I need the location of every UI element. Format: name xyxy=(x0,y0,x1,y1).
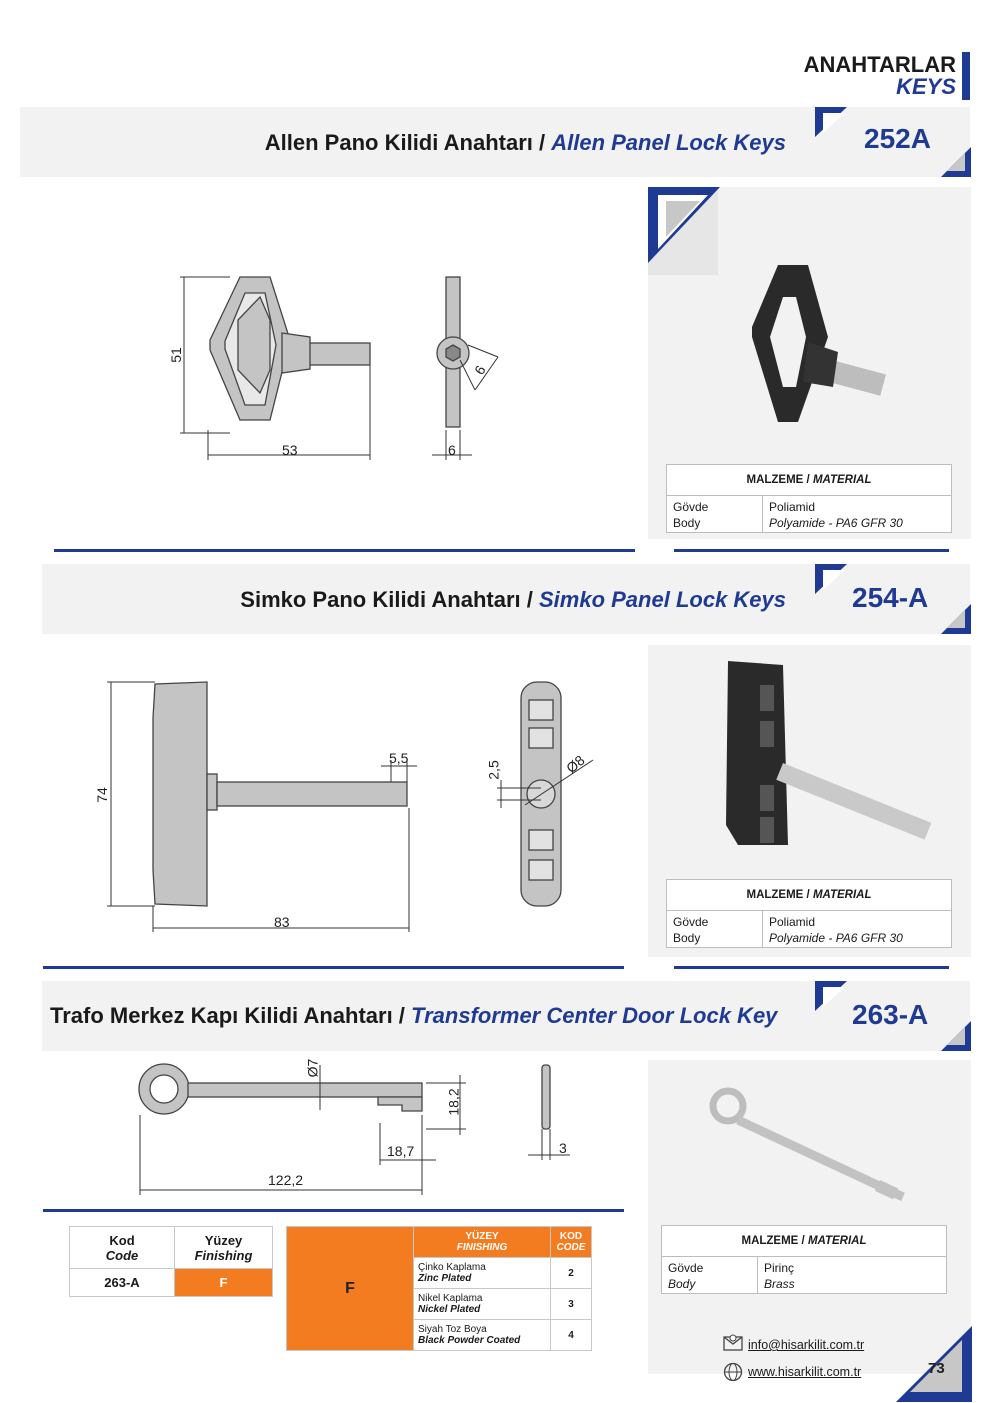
finish-cell: F xyxy=(174,1268,273,1297)
dim-width-252a: 53 xyxy=(282,442,298,458)
finish-letter: F xyxy=(286,1226,414,1351)
dim-length-263a: 122,2 xyxy=(268,1172,304,1188)
dim-height-263a: 18,2 xyxy=(445,1088,462,1116)
product-code-252a: 252A xyxy=(864,123,931,154)
technical-drawing-252a xyxy=(180,276,499,460)
finishing-header: Yüzey xyxy=(204,1232,243,1248)
section-title-252a: Allen Pano Kilidi Anahtarı / Allen Panel… xyxy=(264,130,786,155)
page-number: 73 xyxy=(928,1360,945,1377)
dim-height-252a: 51 xyxy=(167,347,184,363)
dim-bit-263a: 18,7 xyxy=(387,1143,415,1159)
code-cell: 263-A xyxy=(69,1268,175,1297)
corner-decoration-252a xyxy=(815,107,971,177)
code-header: Kod xyxy=(109,1232,135,1248)
technical-drawing-254a xyxy=(107,681,594,932)
product-code-263a: 263-A xyxy=(852,999,929,1030)
product-code-254a: 254-A xyxy=(852,582,929,613)
section-title-254a: Simko Pano Kilidi Anahtarı / Simko Panel… xyxy=(240,587,786,612)
dim-thickness-263a: 3 xyxy=(559,1140,567,1156)
corner-decoration-254a xyxy=(815,564,971,634)
dim-diameter-263a: Ø7 xyxy=(304,1058,321,1078)
page-category-subtitle: KEYS xyxy=(896,74,956,99)
corner-decoration-263a xyxy=(815,981,971,1051)
dim-thickness-252a: 6 xyxy=(448,442,456,458)
dim-pin-254a: 5,5 xyxy=(389,750,409,766)
globe-icon xyxy=(723,1362,743,1382)
section-title-263a: Trafo Merkez Kapı Kilidi Anahtarı / Tran… xyxy=(50,1003,778,1028)
divider-left-3 xyxy=(43,1209,624,1212)
email-link[interactable]: info@hisarkilit.com.tr xyxy=(748,1338,865,1352)
page-category-title: ANAHTARLAR xyxy=(803,52,956,77)
product-photo-263a xyxy=(648,1060,971,1374)
technical-drawing-263a xyxy=(138,1063,570,1195)
section-band-252a xyxy=(20,107,970,177)
page-corner-decoration xyxy=(896,1326,972,1402)
divider-right-1 xyxy=(674,549,949,552)
dim-height-254a: 74 xyxy=(93,787,110,803)
divider-right-2 xyxy=(674,966,949,969)
dim-slot-254a: 2,5 xyxy=(485,760,502,780)
header-accent-bar xyxy=(962,52,970,100)
mail-icon xyxy=(723,1334,743,1351)
divider-left-2 xyxy=(43,966,624,969)
website-link[interactable]: www.hisarkilit.com.tr xyxy=(748,1365,862,1379)
dim-length-254a: 83 xyxy=(274,914,290,930)
divider-left-1 xyxy=(54,549,635,552)
